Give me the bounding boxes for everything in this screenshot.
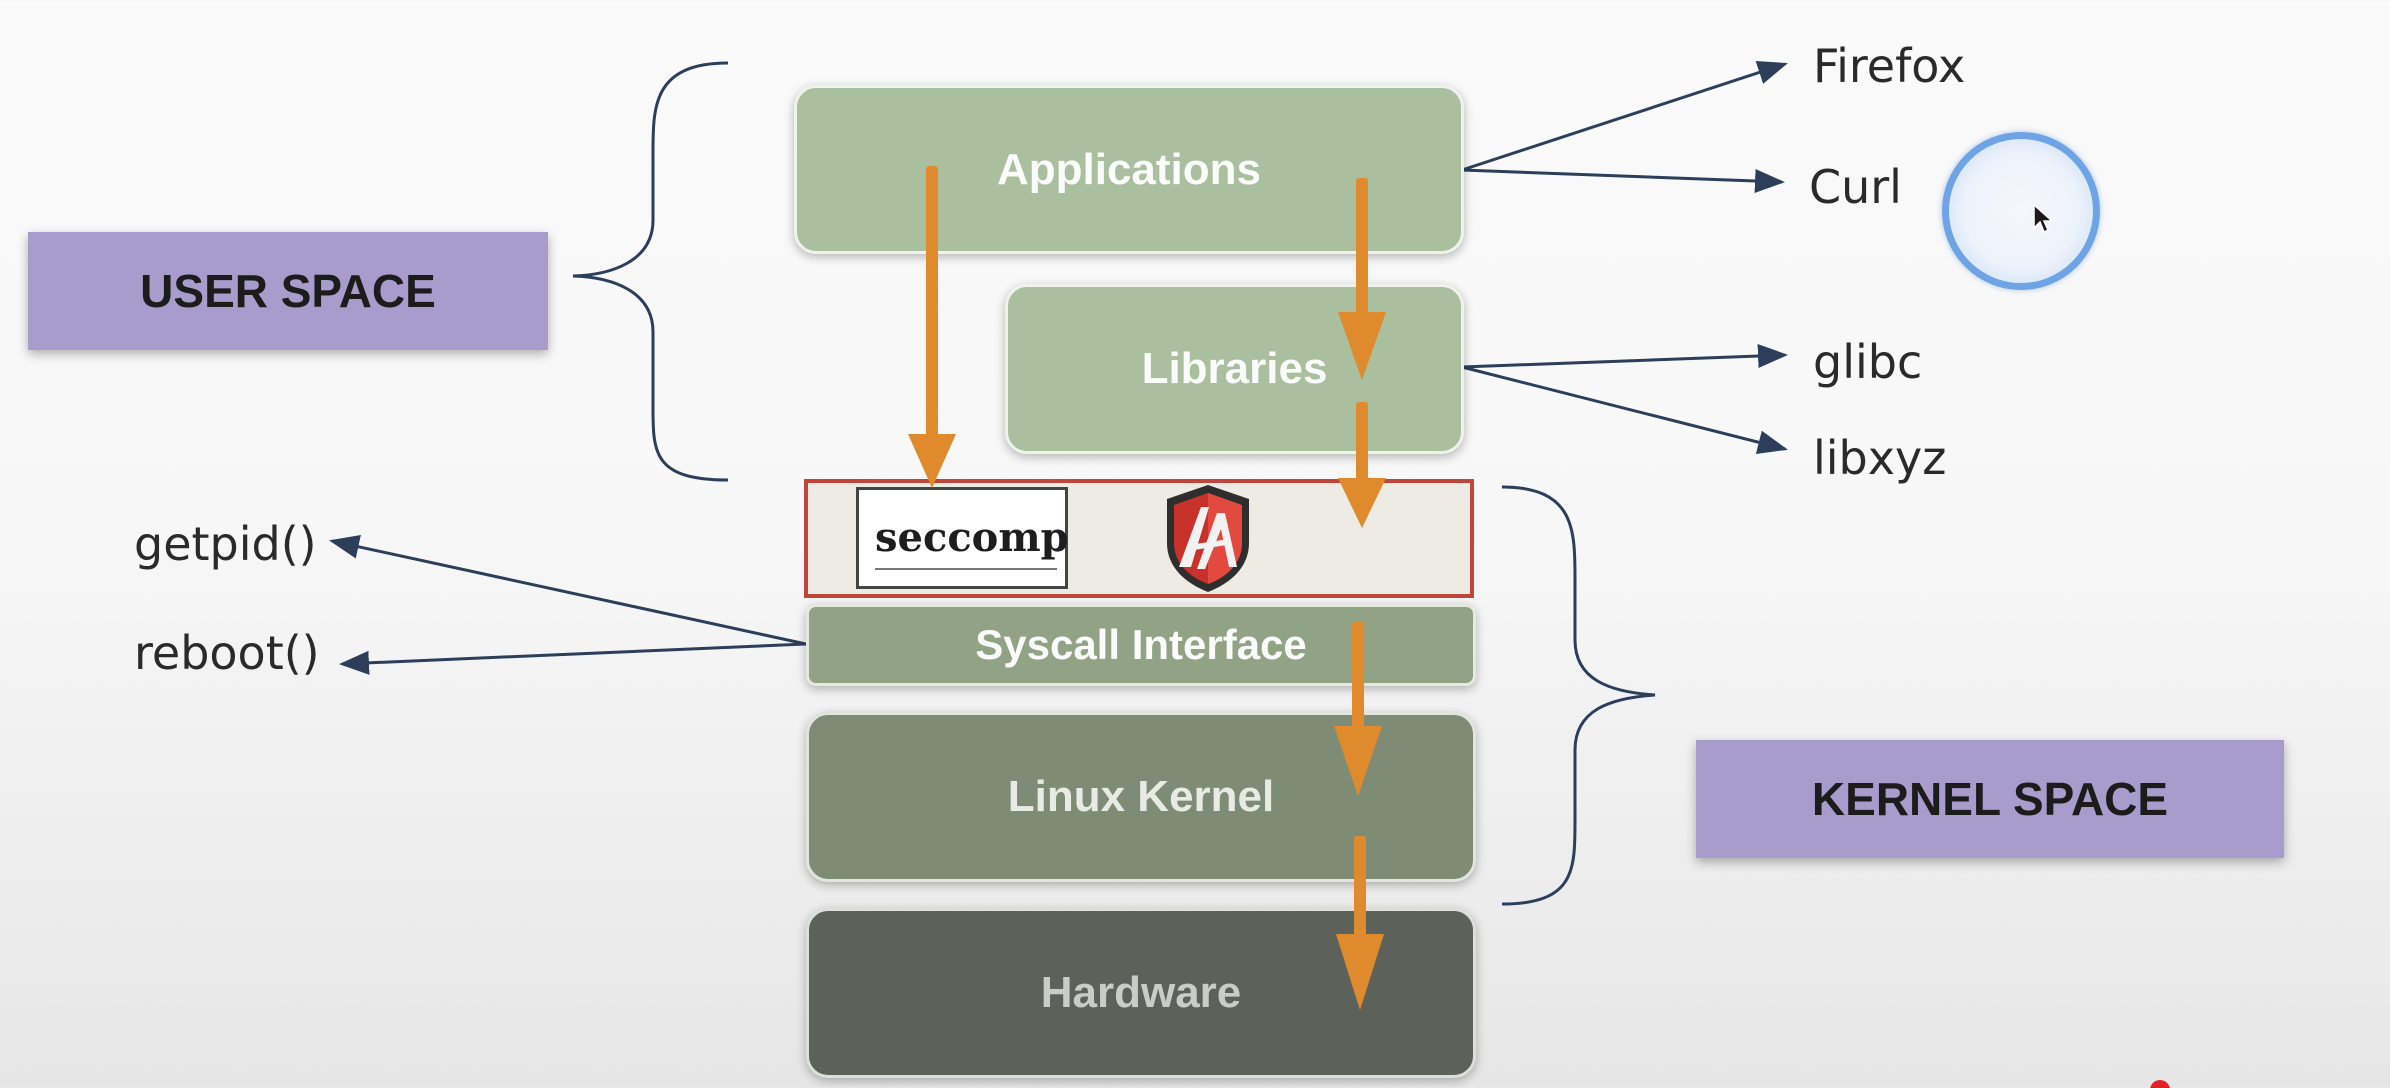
kernel-space-text: KERNEL SPACE [1811, 773, 2169, 825]
seccomp-logo: seccomp [856, 487, 1069, 589]
linux-kernel-box: Linux Kernel [806, 712, 1476, 882]
linux-kernel-label: Linux Kernel [1007, 772, 1275, 821]
user-space-brace [572, 61, 729, 482]
example-getpid: getpid() [134, 517, 317, 571]
applications-box: Applications [794, 85, 1464, 254]
syscall-to-getpid-line [329, 535, 807, 646]
libraries-label: Libraries [1141, 344, 1328, 393]
libraries-box: Libraries [1005, 284, 1464, 454]
libraries-to-libxyz-line [1461, 365, 1788, 454]
seccomp-filter-layer: seccomp [804, 479, 1474, 598]
kernel-space-brace [1501, 485, 1656, 906]
kernel-space-label: KERNEL SPACE [1696, 740, 2284, 858]
seccomp-logo-underline [875, 568, 1057, 570]
example-glibc: glibc [1813, 335, 1923, 389]
example-reboot: reboot() [134, 626, 320, 680]
syscall-to-reboot-line [339, 642, 807, 675]
example-libxyz: libxyz [1813, 431, 1947, 485]
example-firefox: Firefox [1813, 39, 1966, 93]
syscall-interface-box: Syscall Interface [806, 604, 1476, 686]
user-space-label: USER SPACE [28, 232, 548, 350]
recording-indicator-dot [2150, 1080, 2170, 1088]
user-space-text: USER SPACE [140, 265, 436, 317]
libraries-to-glibc-line [1461, 344, 1788, 369]
seccomp-logo-text: seccomp [875, 514, 1069, 561]
apparmor-shield-icon [1167, 485, 1249, 592]
mouse-pointer-icon [2033, 204, 2053, 234]
applications-to-firefox-line [1461, 61, 1788, 172]
hardware-label: Hardware [1040, 968, 1242, 1017]
cursor-highlight-ring [1942, 132, 2100, 290]
applications-label: Applications [996, 144, 1262, 194]
syscall-interface-label: Syscall Interface [975, 621, 1307, 668]
applications-to-curl-line [1461, 168, 1785, 193]
example-curl: Curl [1809, 160, 1902, 214]
hardware-box: Hardware [806, 908, 1476, 1078]
